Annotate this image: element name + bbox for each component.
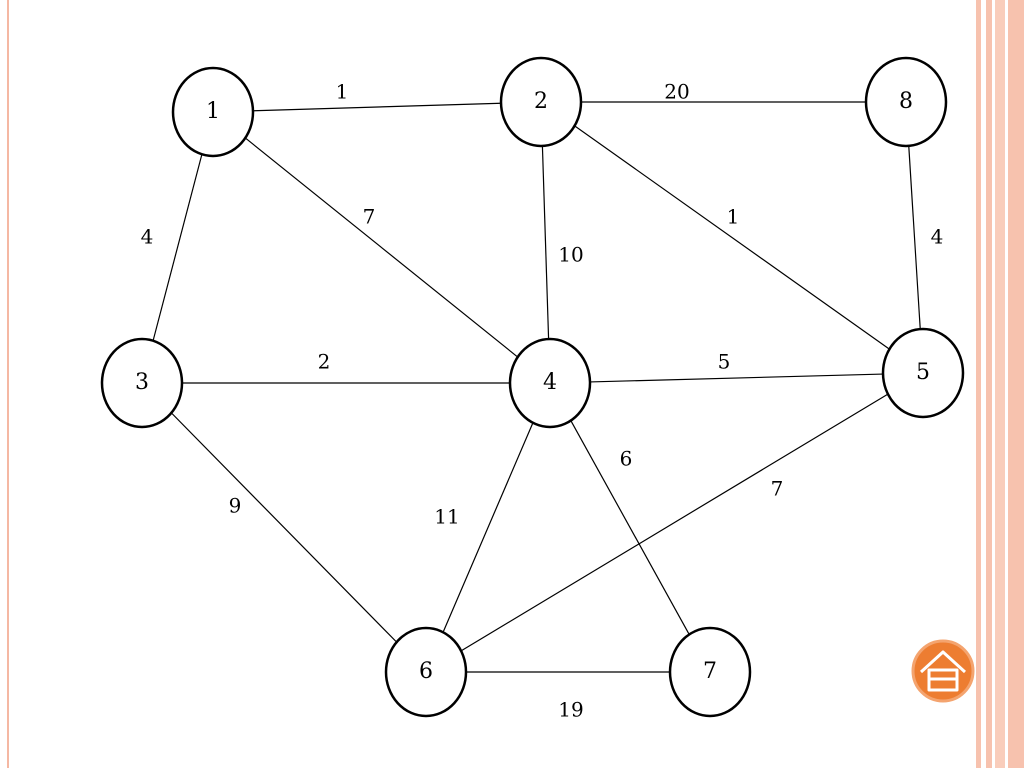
- edge-weight-label: 4: [141, 225, 154, 249]
- right-border-band: [986, 0, 992, 768]
- right-border-band: [976, 0, 981, 768]
- edge-weight-label: 7: [771, 477, 784, 501]
- edge-5-6: [460, 393, 889, 652]
- edge-3-6: [170, 412, 398, 643]
- edge-weight-label: 10: [558, 243, 583, 267]
- edge-1-3: [152, 154, 203, 341]
- edge-weight-label: 4: [931, 225, 944, 249]
- home-icon: [919, 650, 967, 692]
- node-7: 7: [668, 626, 752, 718]
- node-circle: [864, 56, 948, 148]
- edge-weight-label: 5: [718, 350, 731, 374]
- edge-weight-label: 9: [229, 494, 242, 518]
- edge-2-5: [574, 125, 890, 350]
- right-border-band: [995, 0, 1005, 768]
- nodes-layer: 1 2 3 4 5 6 7 8: [100, 56, 965, 718]
- node-label: 7: [703, 659, 717, 684]
- node-3: 3: [100, 337, 184, 429]
- node-1: 1: [171, 66, 255, 158]
- node-label: 1: [206, 99, 220, 124]
- edge-weight-label: 7: [363, 205, 376, 229]
- node-label: 8: [899, 89, 913, 114]
- edge-8-5: [908, 145, 921, 330]
- node-2: 2: [499, 56, 583, 148]
- node-circle: [384, 626, 468, 718]
- node-circle: [499, 56, 583, 148]
- edge-weight-label: 2: [318, 350, 331, 374]
- edges-layer: [152, 101, 921, 673]
- node-label: 2: [534, 89, 548, 114]
- node-label: 6: [419, 659, 433, 684]
- edge-4-6: [442, 422, 534, 633]
- right-border-band: [1008, 0, 1024, 768]
- node-8: 8: [864, 56, 948, 148]
- node-6: 6: [384, 626, 468, 718]
- edge-weight-labels: 1 20 4 7 10 1 4 2 5 9 11 6 7 19: [141, 80, 944, 722]
- edge-2-4: [541, 145, 550, 340]
- node-label: 4: [543, 370, 557, 395]
- node-label: 3: [135, 370, 149, 395]
- node-circle: [508, 337, 592, 429]
- edge-4-7: [570, 420, 690, 635]
- node-circle: [668, 626, 752, 718]
- edge-weight-label: 20: [664, 80, 689, 104]
- node-circle: [171, 66, 255, 158]
- edge-weight-label: 11: [434, 505, 459, 529]
- home-button[interactable]: [911, 639, 975, 703]
- edge-weight-label: 19: [558, 698, 583, 722]
- node-circle: [100, 337, 184, 429]
- node-label: 5: [916, 360, 930, 385]
- edge-4-5: [589, 373, 884, 383]
- edge-weight-label: 6: [620, 447, 633, 471]
- node-circle: [881, 327, 965, 419]
- node-5: 5: [881, 327, 965, 419]
- edge-weight-label: 1: [336, 80, 349, 104]
- node-4: 4: [508, 337, 592, 429]
- edge-1-2: [252, 102, 502, 112]
- left-border-rule: [7, 0, 9, 768]
- edge-1-4: [244, 137, 519, 358]
- edge-weight-label: 1: [727, 205, 740, 229]
